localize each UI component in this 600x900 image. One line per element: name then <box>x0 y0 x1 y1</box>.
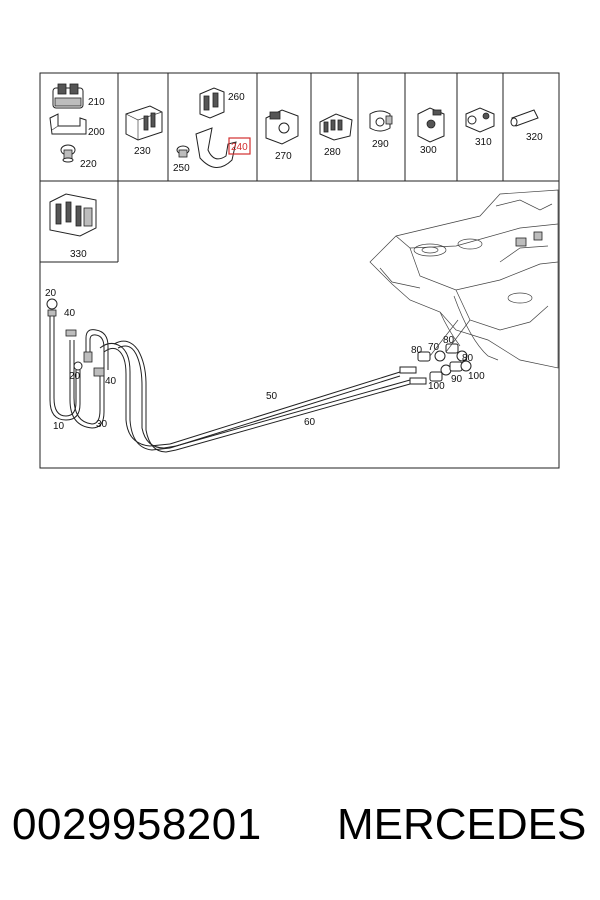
bracket-240-drawing <box>195 127 237 168</box>
vehicle-underbody-drawing <box>369 189 559 369</box>
label-30: 30 <box>96 419 108 430</box>
parts-grid-lines <box>39 73 559 468</box>
holder-280-drawing <box>319 113 353 141</box>
label-200: 200 <box>88 127 105 138</box>
label-50: 50 <box>266 391 278 402</box>
label-60: 60 <box>304 417 316 428</box>
plug-220-drawing <box>60 144 76 163</box>
holder-260-drawing <box>199 87 225 119</box>
label-280: 280 <box>324 147 341 158</box>
parts-cell-c: 260 240 250 <box>173 87 251 174</box>
parts-cell-f: 290 <box>369 110 393 150</box>
label-320: 320 <box>526 132 543 143</box>
label-20-mid: 20 <box>69 371 81 382</box>
sleeve-320-drawing <box>510 109 539 127</box>
holder-300-drawing <box>417 107 445 143</box>
clip-210-drawing <box>52 83 84 109</box>
label-80-left: 80 <box>411 345 423 356</box>
label-250: 250 <box>173 163 190 174</box>
label-330: 330 <box>70 249 87 260</box>
fuel-lines-drawing <box>46 298 472 453</box>
label-240: 240 <box>231 142 248 153</box>
label-40-mid: 40 <box>105 376 117 387</box>
label-100-right: 100 <box>468 371 485 382</box>
part-number: 0029958201 <box>12 800 262 849</box>
highlight-box-240 <box>228 137 251 155</box>
label-300: 300 <box>420 145 437 156</box>
parts-cell-j: 330 <box>49 193 97 260</box>
label-210: 210 <box>88 97 105 108</box>
fuel-line-labels: 20 40 20 40 10 30 50 60 80 70 80 80 100 … <box>45 288 485 432</box>
label-230: 230 <box>134 146 151 157</box>
parts-cell-g: 300 <box>417 107 445 156</box>
label-290: 290 <box>372 139 389 150</box>
label-80-right: 80 <box>443 335 455 346</box>
label-310: 310 <box>475 137 492 148</box>
holder-330-drawing <box>49 193 97 237</box>
label-90: 90 <box>451 374 463 385</box>
parts-cell-d: 270 <box>265 109 299 162</box>
footer: 0029958201 MERCEDES <box>0 800 600 860</box>
holder-230-drawing <box>125 105 163 141</box>
parts-cell-b: 230 <box>125 105 163 157</box>
parts-cell-a: 210 200 220 <box>49 83 105 170</box>
bracket-200-drawing <box>49 113 87 135</box>
label-20-top: 20 <box>45 288 57 299</box>
label-70: 70 <box>428 342 440 353</box>
parts-cell-i: 320 <box>510 109 543 143</box>
clip-290-drawing <box>369 110 393 132</box>
grommet-250-drawing <box>176 145 190 158</box>
clip-310-drawing <box>465 107 495 133</box>
parts-cell-h: 310 <box>465 107 495 148</box>
label-260: 260 <box>228 92 245 103</box>
label-40-top: 40 <box>64 308 76 319</box>
parts-cell-e: 280 <box>319 113 353 158</box>
label-80-lower: 80 <box>462 353 474 364</box>
label-10: 10 <box>53 421 65 432</box>
brand-name: MERCEDES <box>337 800 587 849</box>
label-220: 220 <box>80 159 97 170</box>
label-100-left: 100 <box>428 381 445 392</box>
holder-270-drawing <box>265 109 299 145</box>
label-270: 270 <box>275 151 292 162</box>
